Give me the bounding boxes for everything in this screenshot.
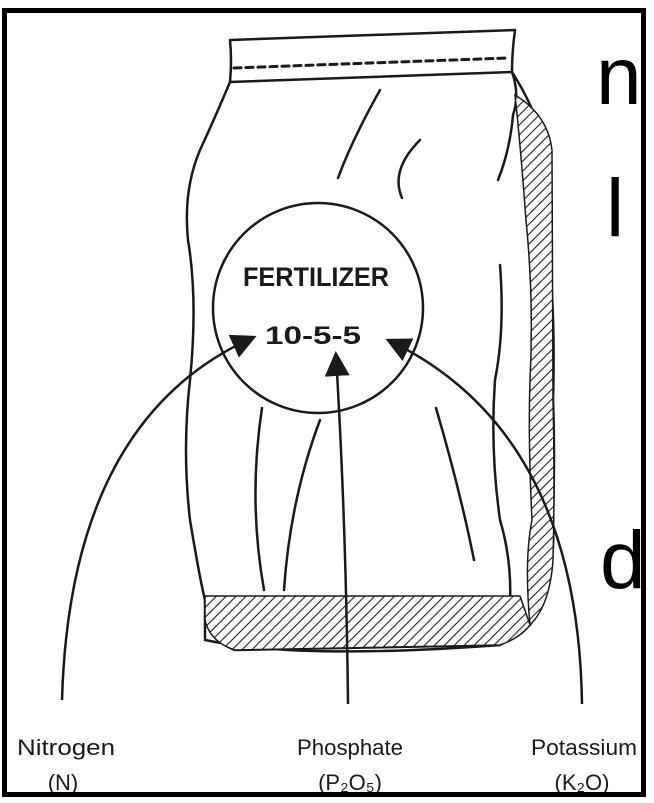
image-frame <box>2 8 646 797</box>
